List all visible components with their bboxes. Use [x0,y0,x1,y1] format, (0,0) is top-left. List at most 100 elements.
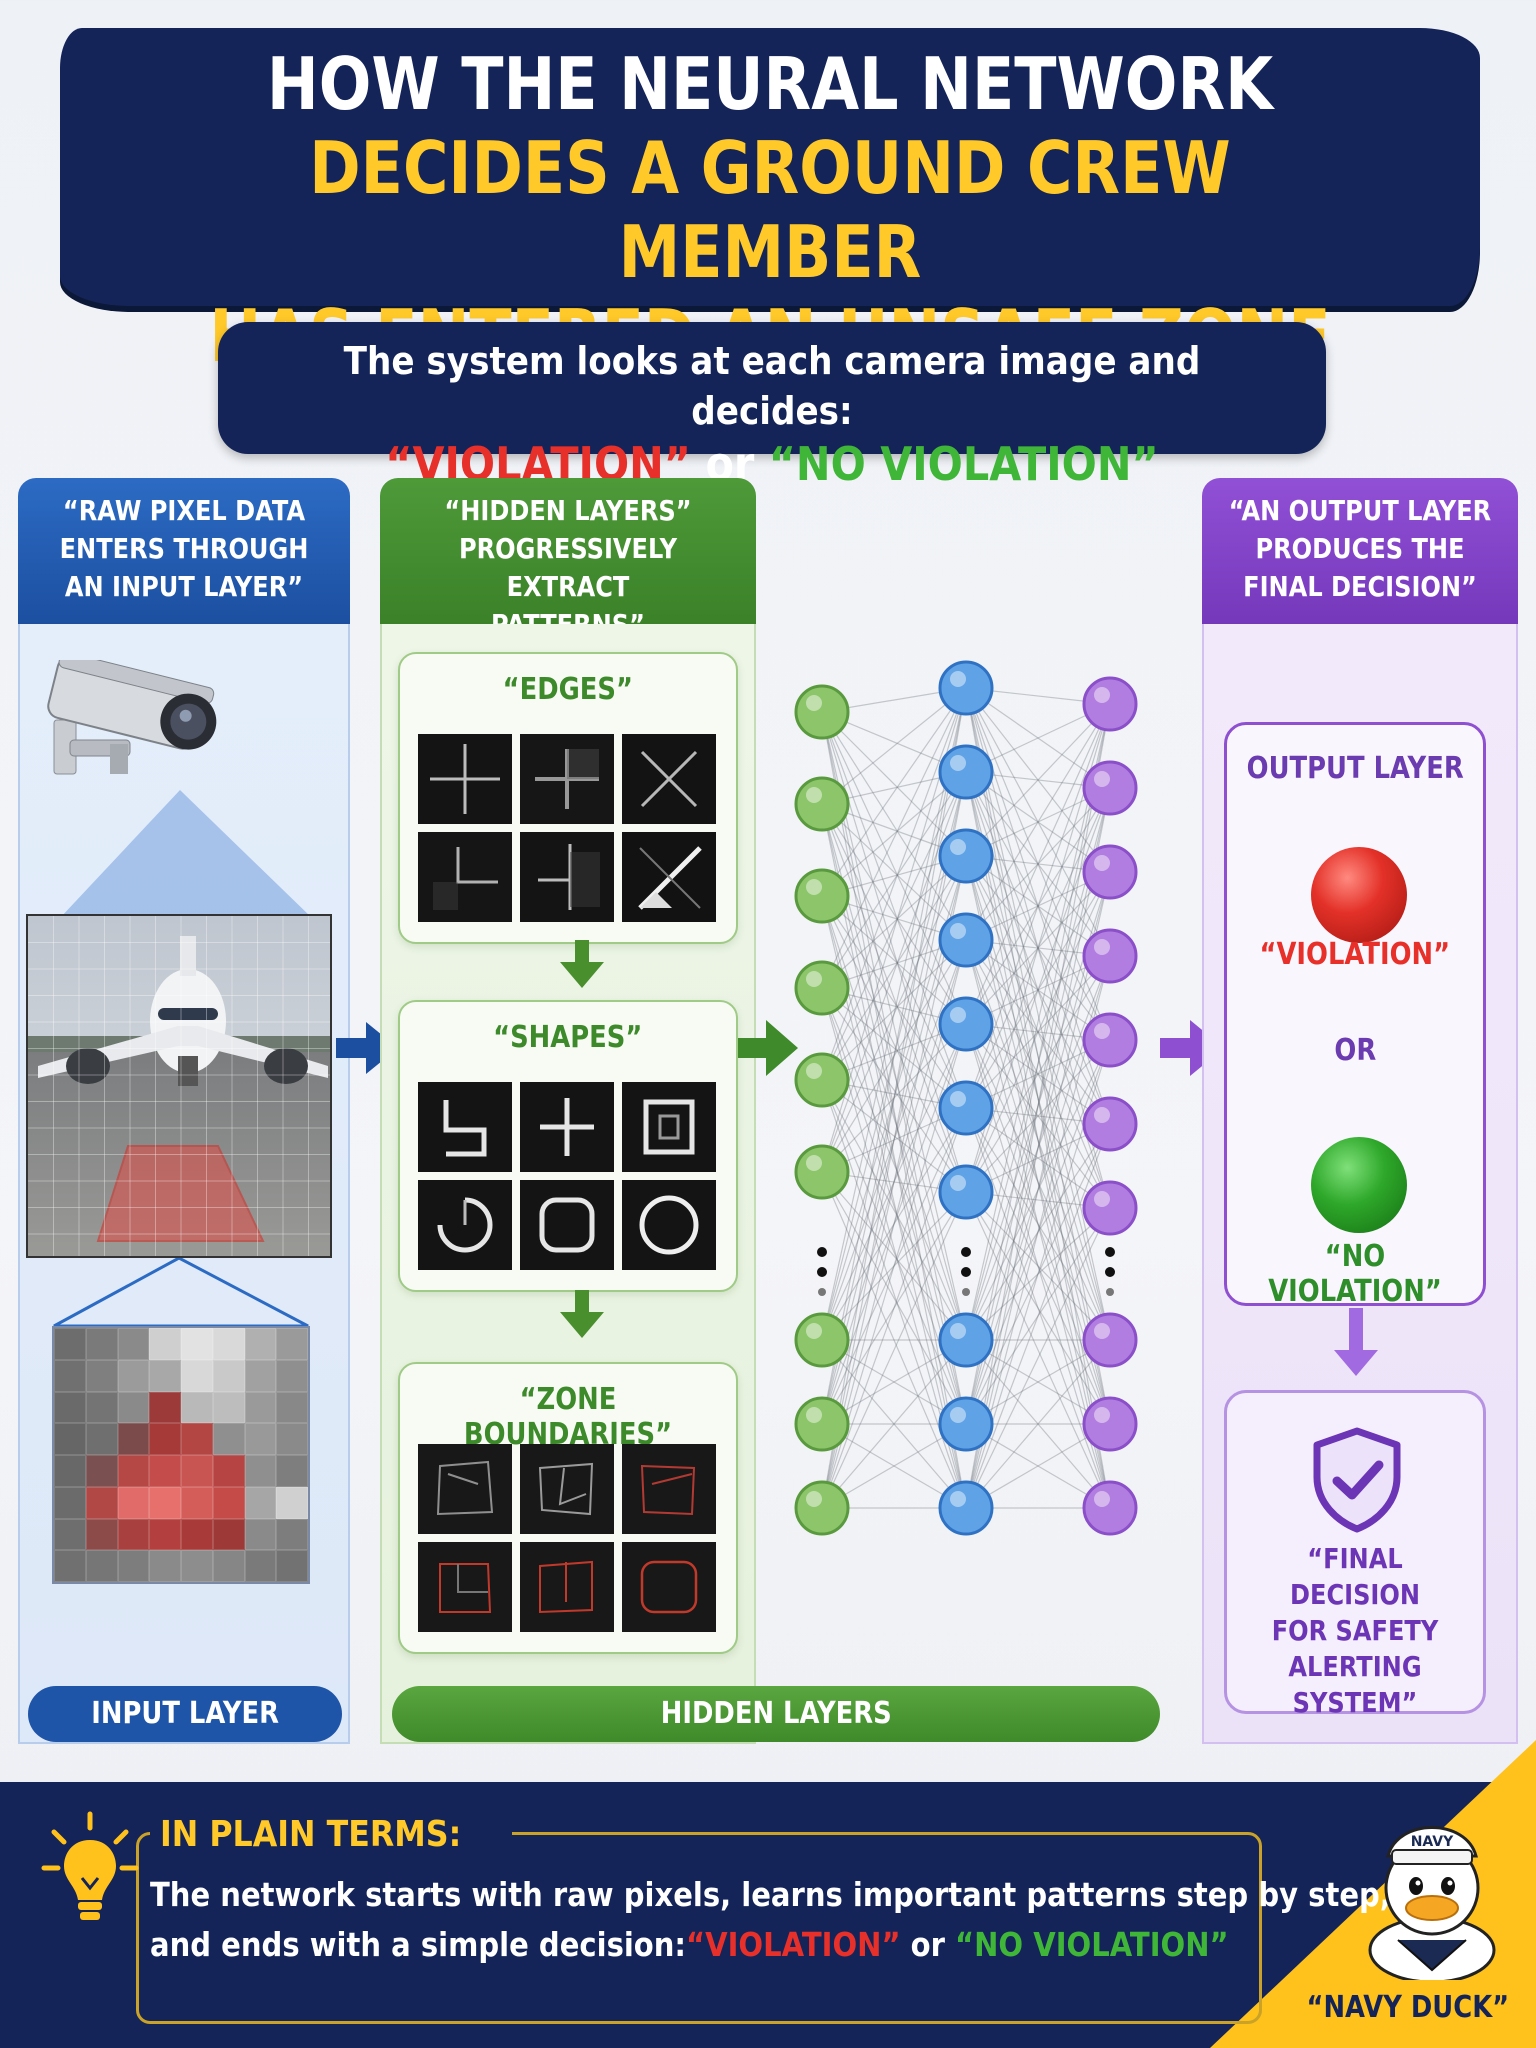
pixel-cell [212,1455,245,1487]
edge-tile [418,734,512,824]
plain-terms-no-violation: “NO VIOLATION” [955,1925,1229,1964]
network-node [938,1164,994,1220]
network-connection [965,703,1111,1425]
panel-edges: “EDGES” [398,652,738,944]
pixel-cell [117,1359,150,1392]
network-node-highlight [950,1491,966,1507]
network-connection [965,855,1111,1209]
network-connection [965,1107,1111,1509]
arrow-network-to-output-icon [1160,1020,1224,1076]
ellipsis-dot [961,1267,971,1277]
network-connection [965,1191,1111,1425]
input-header-line-3: AN INPUT LAYER” [64,570,304,603]
network-connection [821,1107,967,1425]
ellipsis-dot [961,1247,971,1257]
zone-tile [418,1542,512,1632]
network-connection [821,855,967,1173]
network-node-highlight [950,755,966,771]
network-connection [821,687,967,805]
network-connection [821,1339,967,1509]
output-header-line-2: PRODUCES THE [1255,532,1465,565]
network-connection [965,1023,1111,1209]
pixel-cell [54,1518,86,1551]
network-connection [965,771,1111,1125]
network-node [794,776,850,832]
output-header-line-3: FINAL DECISION” [1243,570,1477,603]
output-header-line-1: “AN OUTPUT LAYER [1228,494,1492,527]
lightbulb-icon [41,1811,139,1920]
pixel-cell [212,1359,245,1392]
pixel-cell [117,1328,150,1360]
pixel-cell [85,1518,118,1551]
network-connection [821,771,967,989]
network-connection [821,1171,967,1509]
ellipsis-dot [817,1247,827,1257]
network-connection [821,1023,967,1173]
pixel-cell [117,1423,150,1455]
network-connection [821,1191,967,1509]
network-node [938,1312,994,1368]
network-connection [965,855,1111,1041]
network-connection [965,787,1111,1509]
network-connection [821,711,967,1109]
ellipsis-dot [1105,1247,1115,1257]
network-connection [821,939,967,1081]
network-connection [821,1107,967,1509]
network-connection [821,855,967,1509]
network-node-highlight [950,923,966,939]
network-connection [965,955,1111,1193]
network-connection [821,803,967,1025]
pixel-cell [181,1550,213,1582]
panel-zones-title: “ZONE BOUNDARIES” [463,1382,673,1452]
pixel-cell [117,1455,150,1487]
zone-tile [622,1444,716,1534]
pixel-cell [85,1486,118,1519]
final-decision-box: “FINAL DECISION FOR SAFETY ALERTING SYST… [1224,1390,1486,1719]
network-connection [965,1039,1111,1193]
network-node-highlight [1094,855,1110,871]
network-connection [965,939,1111,1341]
network-connection [965,955,1111,1109]
network-node-highlight [950,839,966,855]
plain-terms-title-text: IN PLAIN TERMS: [160,1814,462,1855]
network-connection [965,787,1111,1109]
network-connection [821,687,967,897]
network-node-highlight [950,1323,966,1339]
zone-tile [520,1542,614,1632]
pixel-cell [181,1455,213,1487]
network-node [794,868,850,924]
edges-tiles [418,734,722,922]
network-connection [965,687,1111,957]
pixel-cell [149,1328,181,1360]
network-node-highlight [806,879,822,895]
input-column-header: “RAW PIXEL DATA ENTERS THROUGH AN INPUT … [18,478,350,624]
pixel-cell [149,1550,181,1582]
network-connection [821,939,967,1173]
plain-terms-body: The network starts with raw pixels, lear… [150,1870,1391,1970]
network-connection [821,803,967,1109]
network-connection [965,1207,1111,1509]
camera-view-cone [60,790,312,918]
pixel-cell [244,1359,277,1392]
ellipsis-dot [962,1288,970,1296]
title-banner: HOW THE NEURAL NETWORK DECIDES A GROUND … [60,28,1480,378]
network-node [794,1480,850,1536]
pixel-cell [54,1359,86,1392]
network-connection [821,1023,967,1425]
network-connection [965,703,1111,941]
network-connection [821,771,967,897]
pixel-cell [181,1486,213,1519]
network-node [938,1396,994,1452]
panel-edges-title: “EDGES” [502,672,634,707]
neural-network-diagram [794,660,1138,1536]
pixel-cell [276,1550,308,1582]
network-connection [965,855,1111,957]
network-connection [965,787,1111,941]
network-node [1082,1312,1138,1368]
input-layer-pill: INPUT LAYER [28,1686,342,1742]
network-connection [965,939,1111,1041]
shape-tile [520,1180,614,1270]
network-node [1082,1012,1138,1068]
pixel-cell [212,1518,245,1551]
network-connection [821,1107,967,1341]
